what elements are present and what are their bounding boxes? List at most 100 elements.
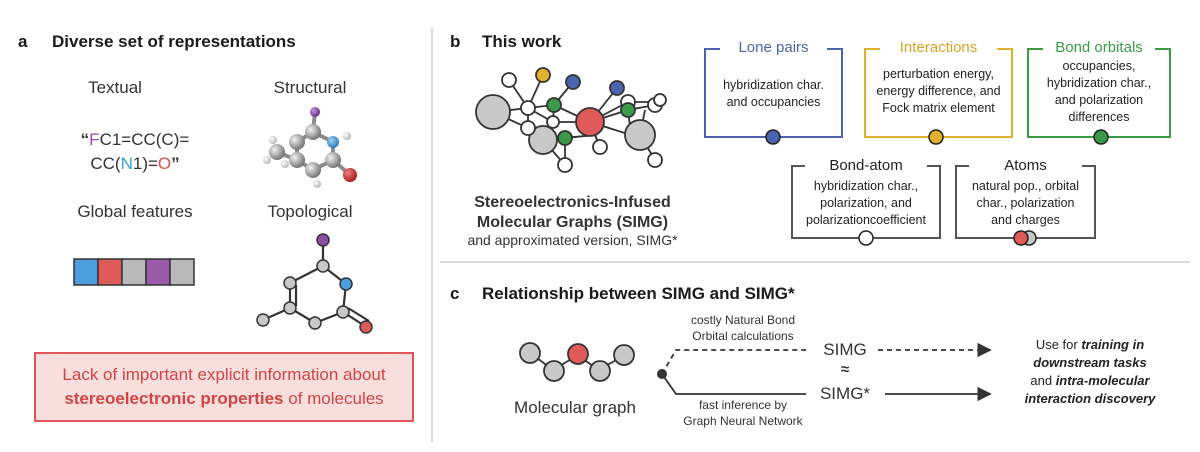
- atom-carbon-3d: [325, 152, 341, 168]
- node-carbon: [283, 276, 297, 290]
- atom-hydrogen-3d: [263, 156, 271, 164]
- simg-node: [546, 115, 560, 129]
- smiles-line-1: “FC1=CC(C)=: [60, 128, 210, 152]
- global-features-label: Global features: [77, 202, 193, 221]
- bond-atom-line-2: polarization, and: [820, 196, 912, 210]
- smiles-line-2: CC(N1)=O”: [60, 152, 210, 176]
- mol-node: [613, 344, 635, 366]
- atoms-title: Atoms: [969, 157, 1082, 174]
- simg-label: SIMG: [823, 340, 867, 359]
- simg-node: [528, 125, 558, 155]
- simg-node-lone-pair: [609, 80, 625, 96]
- atom-hydrogen-3d: [281, 160, 289, 168]
- usage-line-3: and intra-molecular: [1000, 372, 1180, 390]
- simg-node: [501, 72, 517, 88]
- simg-node: [520, 100, 536, 116]
- smiles-part-2a: CC(: [90, 154, 121, 173]
- simg-node: [592, 139, 608, 155]
- approx-symbol: ≈: [840, 361, 850, 378]
- atom-carbon-3d: [289, 134, 305, 150]
- node-nitrogen: [339, 277, 353, 291]
- smiles-oxygen: O: [157, 154, 172, 173]
- usage-line-2: downstream tasks: [1000, 354, 1180, 372]
- simg-subtitle: and approximated version, SIMG*: [467, 232, 678, 248]
- simg-title-line-1: Stereoelectronics-Infused: [474, 194, 671, 211]
- node-carbon: [308, 316, 322, 330]
- mol-node: [589, 360, 611, 382]
- node-carbon: [336, 305, 350, 319]
- atoms-line-1: natural pop., orbital: [971, 179, 1079, 193]
- mol-node: [519, 342, 541, 364]
- node-fluorine: [316, 233, 330, 247]
- bond-atom-text: hybridization char., polarization, and p…: [793, 178, 939, 229]
- mol-node: [543, 360, 565, 382]
- smiles-nitrogen: N: [120, 154, 133, 173]
- atom-carbon-3d: [305, 162, 321, 178]
- costly-label-line-2: Orbital calculations: [692, 329, 794, 343]
- panel-a-title: Diverse set of representations: [52, 32, 296, 51]
- feature-cell: [145, 258, 171, 286]
- bond-orbitals-line-1: occupancies,: [1062, 59, 1136, 73]
- atom-hydrogen-3d: [343, 132, 351, 140]
- feature-cell: [97, 258, 123, 286]
- usage-bold-4: interaction discovery: [1024, 391, 1156, 406]
- usage-bold-1: training in: [1081, 337, 1145, 352]
- simg-node-bond: [557, 130, 573, 146]
- simg-node: [653, 93, 667, 107]
- atom-hydrogen-3d: [313, 180, 321, 188]
- atoms-text: natural pop., orbital char., polarizatio…: [957, 178, 1094, 229]
- lone-pairs-text: hybridization char. and occupancies: [706, 77, 841, 111]
- simg-title: Stereoelectronics-Infused Molecular Grap…: [450, 193, 695, 233]
- simg-node-center: [575, 107, 605, 137]
- atoms-dot-red: [1013, 230, 1029, 246]
- simg-node-lone-pair: [565, 74, 581, 90]
- usage-bold-2: downstream tasks: [1033, 355, 1147, 370]
- simg-star-label: SIMG*: [819, 384, 871, 403]
- smiles-string: “FC1=CC(C)= CC(N1)=O”: [60, 128, 210, 176]
- atom-fluorine-3d: [310, 107, 320, 117]
- costly-label-line-1: costly Natural Bond: [690, 313, 796, 327]
- lone-pairs-title: Lone pairs: [720, 39, 827, 56]
- interactions-dot: [928, 129, 944, 145]
- lone-pairs-dot: [765, 129, 781, 145]
- relationship-diagram: [519, 342, 992, 402]
- bond-orbitals-line-2: hybridization char.,: [1046, 76, 1152, 90]
- atom-carbon-3d: [269, 144, 285, 160]
- feature-cell: [169, 258, 195, 286]
- structural-label: Structural: [273, 78, 347, 97]
- atom-hydrogen-3d: [269, 136, 277, 144]
- usage-bold-3: intra-molecular: [1055, 373, 1150, 388]
- panel-a-letter: a: [18, 32, 28, 51]
- costly-arrow: [661, 349, 806, 375]
- warning-line-2: stereoelectronic properties of molecules: [36, 387, 412, 411]
- atom-nitrogen-3d: [327, 136, 339, 148]
- simg-node-bond: [546, 97, 562, 113]
- node-carbon: [283, 301, 297, 315]
- atom-carbon-3d: [289, 152, 305, 168]
- node-carbon: [316, 259, 330, 273]
- interactions-line-1: perturbation energy,: [883, 67, 994, 81]
- molecular-graph-label: Molecular graph: [514, 398, 636, 417]
- interactions-line-3: Fock matrix element: [882, 101, 995, 115]
- simg-node: [475, 94, 511, 130]
- feature-cell: [121, 258, 147, 286]
- usage-line-1: Use for training in: [1000, 336, 1180, 354]
- feature-cell: [73, 258, 99, 286]
- warning-rest: of molecules: [283, 389, 384, 408]
- bond-atom-title: Bond-atom: [805, 157, 927, 174]
- atoms-line-2: char., polarization: [976, 196, 1075, 210]
- panel-c-letter: c: [450, 284, 460, 303]
- smiles-part-2b: 1)=: [132, 154, 158, 173]
- costly-label: costly Natural Bond Orbital calculations: [668, 312, 818, 344]
- panel-b-letter: b: [450, 32, 461, 51]
- lone-pairs-line-2: and occupancies: [726, 95, 821, 109]
- smiles-open-quote: “: [80, 130, 90, 149]
- bond-atom-line-1: hybridization char.,: [813, 179, 919, 193]
- bond-atom-dot: [858, 230, 874, 246]
- smiles-fluorine: F: [89, 130, 100, 149]
- simg-graph: [475, 67, 667, 173]
- warning-bold: stereoelectronic properties: [64, 389, 284, 408]
- bond-orbitals-line-4: differences: [1068, 110, 1130, 124]
